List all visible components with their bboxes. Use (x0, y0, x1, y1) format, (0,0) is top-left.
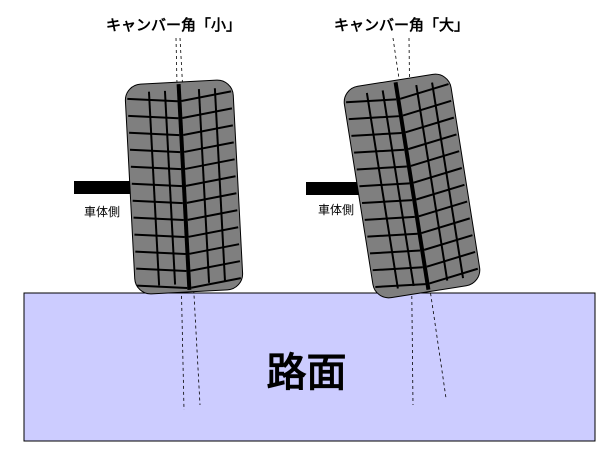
tread-sipe-left (351, 131, 402, 137)
tread-sipe-left (361, 199, 413, 205)
right-vehicle-side-label: 車体側 (318, 203, 355, 217)
tread-sipe-right (182, 107, 233, 119)
tread-sipe-left (129, 148, 181, 154)
tread-sipe-right (188, 226, 239, 238)
tread-sipe-right (413, 167, 463, 184)
tread-sipe-left (375, 283, 426, 288)
tread-sipe-right (187, 209, 238, 221)
tread-sipe-left (129, 131, 180, 137)
tread-sipe-left (137, 284, 188, 289)
tread-sipe-right (402, 99, 452, 117)
tread-sipe-right (184, 158, 235, 170)
left-tire-tread (127, 84, 242, 290)
tread-sipe-left (133, 216, 184, 222)
tread-sipe-right (185, 175, 236, 187)
tread-sipe-right (423, 234, 473, 251)
tread-sipe-left (128, 114, 179, 120)
tread-sipe-left (134, 233, 185, 239)
tread-sipe-left (346, 98, 397, 104)
tread-sipe-right (407, 133, 457, 151)
tread-groove (415, 84, 449, 281)
tread-sipe-right (429, 267, 479, 285)
tread-sipe-right (191, 277, 242, 289)
tread-groove (163, 90, 177, 285)
tread-sipe-right (405, 116, 455, 134)
right-axle (306, 182, 368, 195)
tread-sipe-left (135, 250, 186, 256)
tread-center-rib (393, 81, 431, 291)
tread-sipe-left (364, 215, 415, 221)
tread-sipe-left (372, 266, 423, 272)
tread-sipe-left (367, 232, 418, 238)
tread-sipe-right (186, 192, 237, 204)
tread-groove (365, 92, 399, 289)
tread-sipe-right (418, 200, 468, 218)
tread-sipe-left (356, 165, 407, 171)
tread-sipe-left (127, 97, 178, 103)
tread-sipe-left (136, 267, 187, 272)
road-surface (23, 292, 596, 442)
left-title: キャンバー角「小」 (106, 16, 242, 34)
tread-groove (431, 82, 465, 279)
right-title: キャンバー角「大」 (334, 16, 470, 34)
tread-groove (381, 90, 415, 287)
tread-sipe-left (354, 148, 405, 154)
tread-sipe-left (369, 249, 421, 255)
left-axle (74, 181, 136, 194)
tread-center-rib (176, 84, 192, 290)
tread-sipe-right (410, 150, 460, 167)
tread-sipe-right (415, 183, 465, 201)
tread-sipe-right (399, 83, 449, 100)
right-tire (343, 73, 481, 299)
tread-sipe-left (131, 182, 182, 188)
tread-sipe-right (183, 141, 234, 153)
left-vehicle-side-label: 車体側 (84, 205, 121, 219)
road-label: 路面 (266, 350, 347, 396)
tread-groove (213, 88, 227, 283)
tread-sipe-right (190, 260, 241, 272)
tread-sipe-right (421, 217, 471, 235)
tread-sipe-left (348, 115, 399, 121)
tread-sipe-right (426, 250, 476, 268)
tread-sipe-right (189, 243, 240, 255)
right-tire-tread (346, 81, 479, 291)
tread-sipe-left (130, 165, 182, 171)
tread-sipe-left (359, 182, 410, 188)
tread-sipe-right (183, 124, 234, 136)
tread-sipe-right (181, 90, 232, 102)
tread-sipe-left (132, 199, 183, 205)
left-tire (124, 79, 244, 295)
